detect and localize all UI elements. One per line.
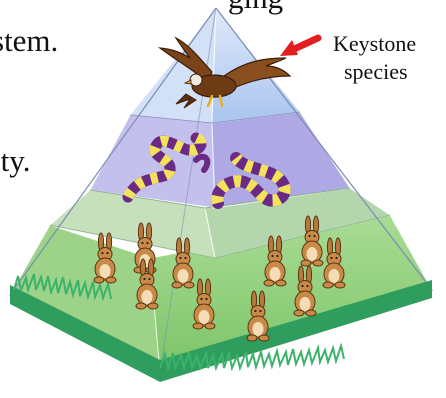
- slide-text-line-1: stem.: [0, 25, 58, 56]
- slide-text-line-2: ity.: [0, 145, 30, 176]
- eagle-head: [190, 74, 202, 86]
- slide-text-top-fragment: ging: [228, 0, 283, 13]
- keystone-label-line-2: species: [344, 58, 408, 85]
- keystone-arrow: [280, 38, 318, 56]
- keystone-label-line-1: Keystone: [333, 30, 416, 57]
